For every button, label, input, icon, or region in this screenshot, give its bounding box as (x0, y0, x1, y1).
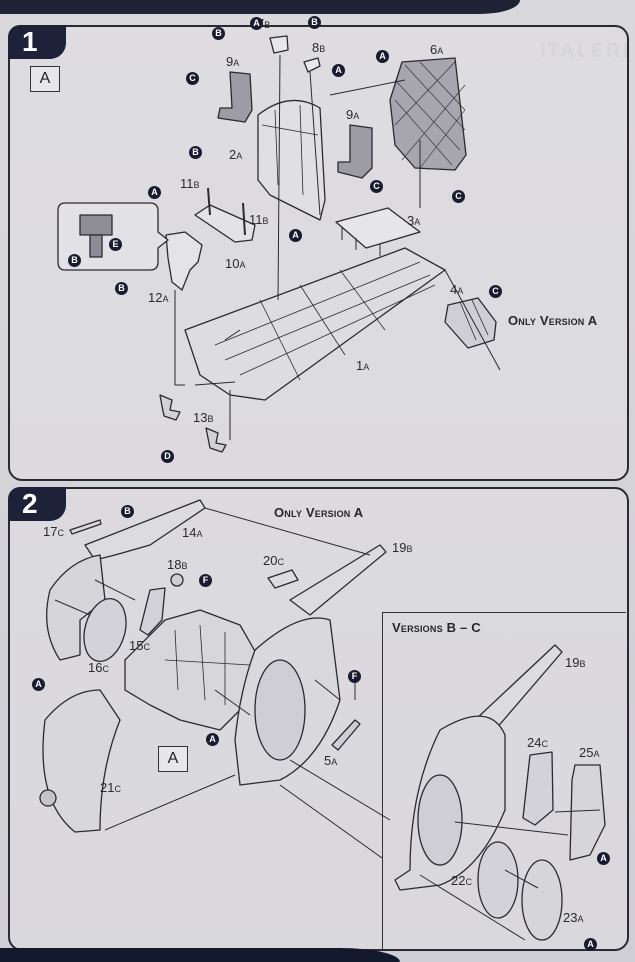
caption-versions-b-c: Versions B – C (392, 620, 481, 635)
part-19b-tail-boom (289, 544, 387, 616)
part-21c-nose (42, 689, 121, 833)
callout-f: F (348, 670, 361, 683)
label-part-5a: 5A (324, 753, 338, 768)
label-part-8b: 8B (312, 40, 326, 55)
part-16c-window (83, 598, 127, 662)
part-10a-seat (194, 204, 256, 243)
versions-bc-subpanel (382, 612, 626, 949)
part-9a-seat-right (337, 124, 373, 179)
callout-f: F (199, 574, 212, 587)
part-5a-antenna (331, 719, 361, 751)
label-part-24c: 24C (527, 735, 548, 750)
callout-b: B (189, 146, 202, 159)
part-13b-clip-2 (205, 427, 227, 453)
callout-c: C (186, 72, 199, 85)
label-part-9a-right: 9A (346, 107, 360, 122)
callout-b: B (68, 254, 81, 267)
callout-b: B (115, 282, 128, 295)
callout-c: C (489, 285, 502, 298)
callout-a: A (597, 852, 610, 865)
part-17c-strip (69, 519, 102, 535)
callout-e: E (109, 238, 122, 251)
label-part-11b-right: 11B (249, 212, 269, 227)
part-7b (269, 35, 289, 54)
callout-a: A (332, 64, 345, 77)
label-part-10a: 10A (225, 256, 246, 271)
part-12a-pedestal (165, 231, 203, 291)
label-part-25a: 25A (579, 745, 600, 760)
part-24c-window (522, 751, 554, 826)
callout-a: A (376, 50, 389, 63)
callout-a: A (148, 186, 161, 199)
label-part-2a: 2A (229, 147, 243, 162)
label-part-22c: 22C (451, 873, 472, 888)
top-binding-shadow (0, 0, 520, 14)
label-part-14a: 14A (182, 525, 203, 540)
callout-a: A (32, 678, 45, 691)
part-18b-knob (170, 573, 184, 587)
part-11b-rails (207, 187, 246, 236)
callout-a: A (206, 733, 219, 746)
label-part-18b: 18B (167, 557, 188, 572)
part-2a-bulkhead (257, 99, 326, 221)
label-part-9a-left: 9A (226, 54, 240, 69)
part-8b (303, 57, 321, 73)
part-13b-clip-1 (159, 394, 181, 421)
part-6a-backrest (389, 57, 467, 171)
canopy-left-frame (46, 554, 106, 661)
label-part-4a: 4A (450, 282, 464, 297)
label-part-6a: 6A (430, 42, 444, 57)
part-25a-frame (569, 764, 606, 861)
label-part-15c: 15C (129, 638, 150, 653)
part-1a-floor (184, 247, 446, 401)
label-part-11b-left: 11B (180, 176, 200, 191)
step-2-number: 2 (8, 487, 66, 521)
callout-b: B (212, 27, 225, 40)
label-part-21c: 21C (100, 780, 121, 795)
part-9a-seat-left (217, 71, 253, 123)
version-box: A (30, 66, 60, 92)
step-1-number: 1 (8, 25, 66, 59)
callout-a: A (289, 229, 302, 242)
callout-c: C (452, 190, 465, 203)
instrument-panel (79, 214, 113, 236)
label-part-17c: 17C (43, 524, 64, 539)
callout-a: A (584, 938, 597, 951)
part-23a-frame (521, 859, 563, 941)
label-part-13b: 13B (193, 410, 214, 425)
label-part-1a: 1A (356, 358, 370, 373)
callout-b: B (121, 505, 134, 518)
label-part-23a: 23A (563, 910, 584, 925)
part-4a-box (444, 297, 497, 349)
version-box: A (158, 746, 188, 772)
part-22c-window (477, 841, 519, 919)
part-15c-window (139, 587, 166, 636)
label-part-20c: 20C (263, 553, 284, 568)
part-20c-plate (267, 569, 299, 589)
label-part-19b: 19B (392, 540, 413, 555)
callout-a: A (250, 17, 263, 30)
caption-only-version-a-step2: Only Version A (274, 505, 364, 520)
callout-c: C (370, 180, 383, 193)
label-part-19b-bc: 19B (565, 655, 586, 670)
label-part-12a: 12A (148, 290, 169, 305)
callout-d: D (161, 450, 174, 463)
label-part-16c: 16C (88, 660, 109, 675)
label-part-3a: 3A (407, 213, 421, 228)
callout-b: B (308, 16, 321, 29)
bottom-binding-shadow (0, 948, 400, 962)
caption-only-version-a-step1: Only Version A (508, 313, 598, 328)
